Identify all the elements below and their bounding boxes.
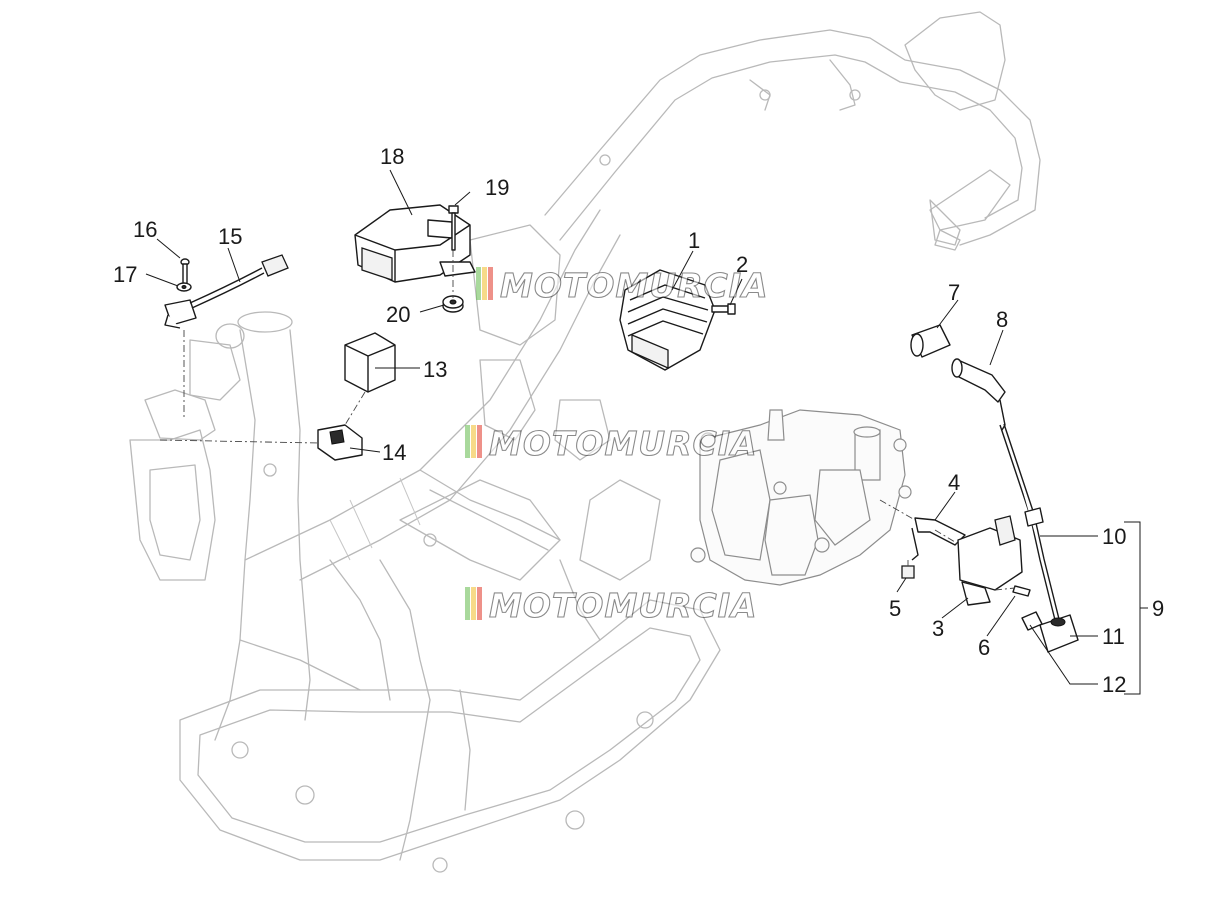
part-17-washer bbox=[176, 282, 192, 292]
leader-lines bbox=[145, 169, 1148, 695]
callout-19: 19 bbox=[485, 175, 509, 200]
callout-8: 8 bbox=[996, 307, 1008, 332]
svg-text:MOTOMURCIA: MOTOMURCIA bbox=[489, 586, 758, 625]
callout-12: 12 bbox=[1102, 672, 1126, 697]
callout-17: 17 bbox=[113, 262, 137, 287]
part-18-control-unit bbox=[354, 204, 476, 283]
callout-16: 16 bbox=[133, 217, 157, 242]
callout-labels: 18 19 20 16 15 17 13 14 1 2 7 8 4 10 9 5… bbox=[113, 144, 1164, 697]
callout-11: 11 bbox=[1102, 624, 1125, 649]
callout-6: 6 bbox=[978, 635, 990, 660]
watermark-1: MOTOMURCIA bbox=[476, 265, 769, 306]
part-19-screw bbox=[448, 205, 459, 251]
part-3-ignition-coil bbox=[957, 515, 1023, 606]
svg-text:MOTOMURCIA: MOTOMURCIA bbox=[500, 266, 769, 305]
callout-9: 9 bbox=[1152, 596, 1164, 621]
part-6-screw bbox=[1012, 585, 1031, 597]
part-8-boot bbox=[951, 358, 1006, 431]
watermark-3: MOTOMURCIA bbox=[465, 585, 758, 626]
part-14-holder bbox=[317, 424, 363, 461]
svg-text:MOTOMURCIA: MOTOMURCIA bbox=[489, 424, 758, 463]
part-10-cable bbox=[999, 423, 1060, 621]
callout-18: 18 bbox=[380, 144, 404, 169]
part-5-spacer bbox=[901, 565, 915, 579]
engine-block bbox=[690, 409, 912, 586]
part-7-cap bbox=[910, 324, 951, 358]
part-13-relay bbox=[344, 332, 396, 393]
callout-15: 15 bbox=[218, 224, 242, 249]
part-1-regulator bbox=[619, 269, 716, 371]
alignment-lines bbox=[159, 250, 1016, 591]
callout-5: 5 bbox=[889, 596, 901, 621]
callout-4: 4 bbox=[948, 470, 960, 495]
scooter-frame bbox=[129, 11, 1041, 873]
part-2-screw bbox=[711, 303, 736, 315]
callout-10: 10 bbox=[1102, 524, 1126, 549]
callout-14: 14 bbox=[382, 440, 406, 465]
part-16-screw bbox=[180, 258, 190, 286]
part-12-terminal bbox=[1021, 611, 1043, 631]
callout-1: 1 bbox=[688, 228, 700, 253]
callout-2: 2 bbox=[736, 252, 748, 277]
callout-13: 13 bbox=[423, 357, 447, 382]
part-20-nut bbox=[442, 295, 464, 313]
callout-20: 20 bbox=[386, 302, 410, 327]
part-11-spark-cap bbox=[1039, 614, 1079, 653]
watermark-2: MOTOMURCIA bbox=[465, 423, 758, 464]
callout-7: 7 bbox=[948, 280, 960, 305]
part-15-sensor bbox=[164, 254, 289, 329]
part-4-bracket bbox=[911, 517, 966, 561]
callout-3: 3 bbox=[932, 616, 944, 641]
